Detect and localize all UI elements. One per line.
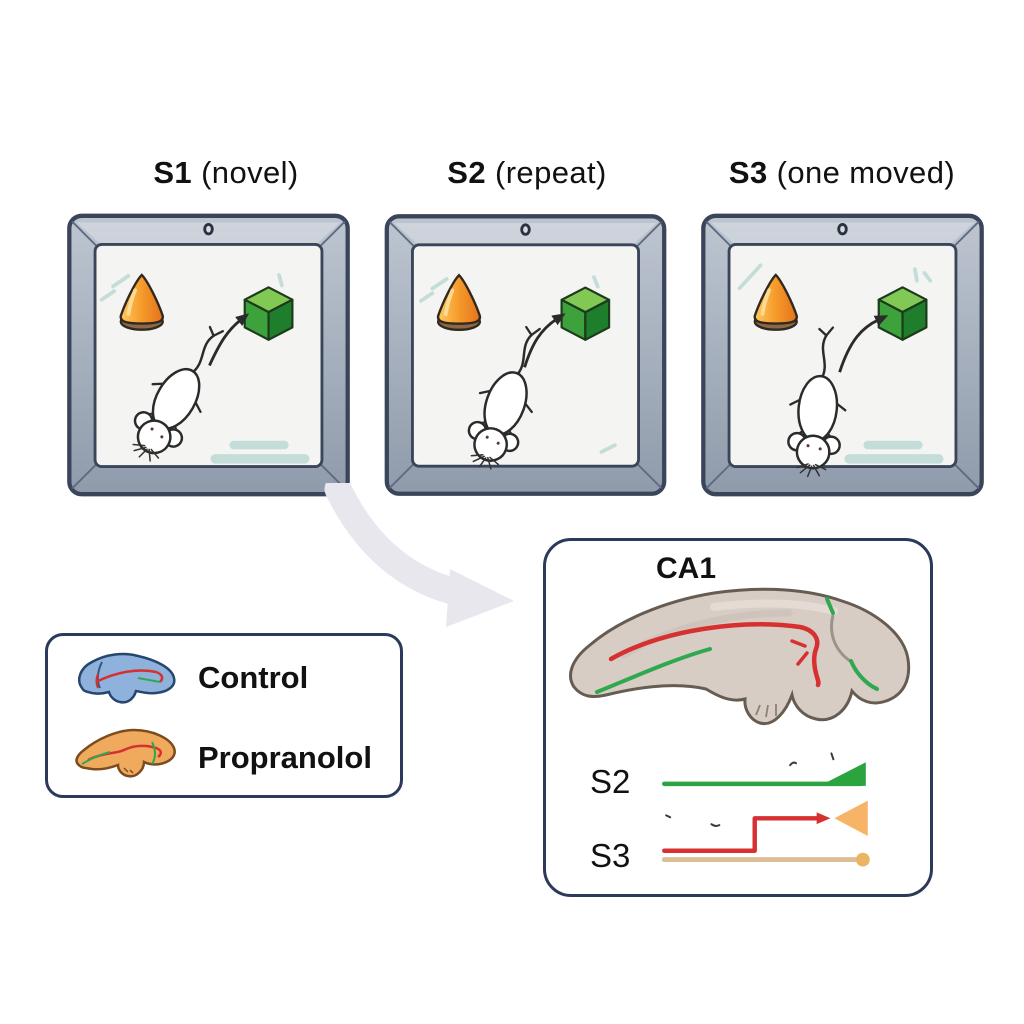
legend-label-propranolol: Propranolol	[198, 740, 372, 775]
green-trace-top	[825, 597, 835, 615]
cone-object-icon	[436, 273, 482, 332]
trace-row-s3-label: S3	[590, 837, 631, 874]
red-trace	[608, 622, 821, 688]
orange-funnel	[834, 800, 868, 836]
arena-frame	[67, 213, 350, 497]
ca1-title: CA1	[655, 552, 716, 585]
arena-s2	[383, 212, 668, 498]
arena-floor	[727, 242, 958, 468]
session-label: S2	[447, 155, 486, 190]
cone-object-icon	[753, 273, 798, 331]
arena-s2-graphic	[384, 214, 667, 496]
cortex-fold-line	[830, 614, 851, 663]
arena-frame	[701, 213, 984, 497]
arena-s1	[65, 212, 352, 498]
cube-object-icon	[560, 286, 611, 341]
exploration-arrow-icon	[208, 313, 250, 367]
brain-icon-control	[78, 652, 176, 704]
legend-label-control: Control	[198, 660, 309, 695]
s2-trace	[662, 762, 866, 787]
session-title-s2: S2 (repeat)	[377, 155, 677, 191]
arena-s3-graphic	[701, 213, 984, 497]
screw-icon	[520, 223, 531, 236]
trace-row-s2-label: S2	[590, 763, 631, 800]
ca1-panel: CA1 S2 S3	[543, 538, 933, 897]
brain-illustration	[569, 587, 911, 726]
arena-s1-graphic	[67, 213, 350, 497]
tan-dot	[855, 852, 870, 867]
screw-icon	[837, 222, 848, 236]
s3-trace	[661, 800, 870, 867]
bedding-stripes	[210, 440, 310, 464]
session-descriptor: (repeat)	[485, 155, 607, 190]
exploration-arrow-icon	[838, 315, 889, 373]
flow-arrow-icon	[324, 483, 514, 627]
cube-object-icon	[243, 286, 294, 341]
scratch-marks	[99, 273, 284, 302]
session-title-s1: S1 (novel)	[76, 155, 376, 191]
session-descriptor: (novel)	[192, 155, 299, 190]
red-trace-branches	[790, 639, 809, 666]
session-title-s3: S3 (one moved)	[692, 155, 992, 191]
arena-s3	[698, 212, 987, 498]
mouse-icon	[467, 325, 541, 470]
green-trace-left	[595, 647, 712, 694]
brain-icon-propranolol	[75, 728, 176, 778]
mouse-icon	[132, 325, 225, 462]
mouse-icon	[787, 326, 847, 478]
legend-box: Control Propranolol	[45, 633, 403, 798]
bedding-stripes	[844, 440, 944, 464]
scratch-marks	[419, 275, 617, 454]
speckle-marks	[665, 752, 835, 827]
session-label: S3	[728, 155, 768, 190]
session-descriptor: (one moved)	[767, 155, 956, 190]
session-label: S1	[153, 155, 193, 190]
green-trace-right	[849, 659, 879, 691]
green-wedge	[819, 762, 866, 786]
exploration-arrow-icon	[523, 313, 566, 368]
cube-object-icon	[877, 286, 928, 341]
cone-object-icon	[119, 273, 164, 331]
arena-floor	[93, 242, 324, 468]
scratch-marks	[737, 263, 933, 291]
arena-frame	[384, 214, 667, 496]
screw-icon	[203, 222, 214, 236]
